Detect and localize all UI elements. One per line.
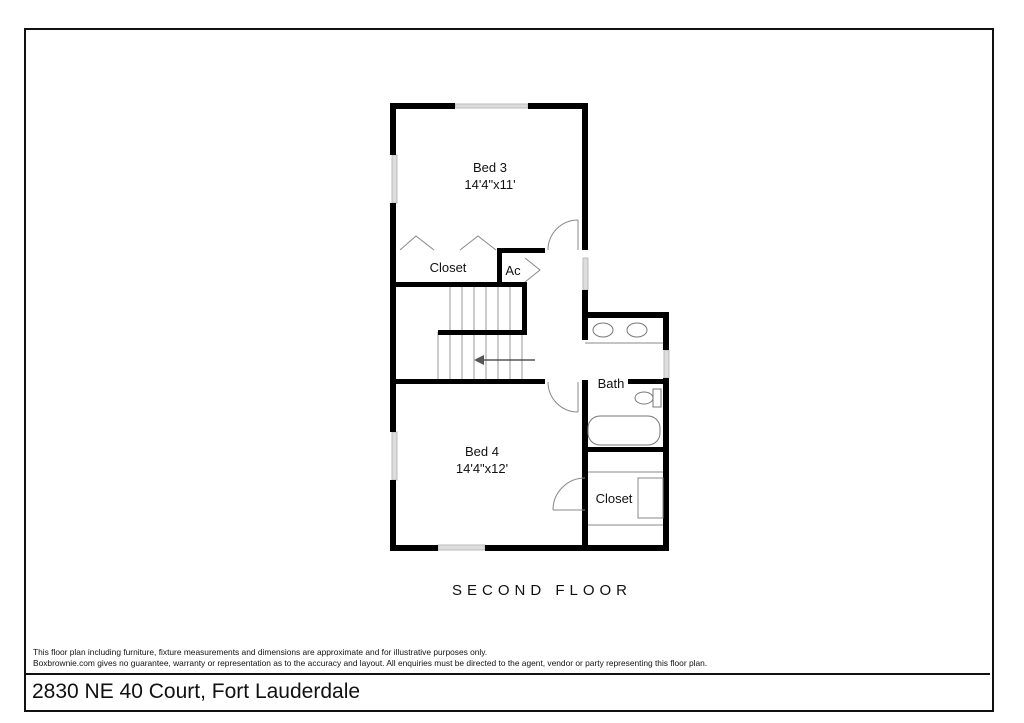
doors — [399, 219, 664, 526]
property-address: 2830 NE 40 Court, Fort Lauderdale — [32, 680, 361, 703]
room-closet-upper: Closet — [429, 260, 467, 275]
room-ac: Ac — [505, 263, 521, 278]
toilet-tank-icon — [652, 388, 662, 408]
sink-icon — [592, 322, 614, 338]
stair-arrow — [474, 355, 535, 365]
disclaimer-line: This floor plan including furniture, fix… — [33, 647, 488, 657]
room-bed-3: Bed 3 14'4"x11' — [440, 159, 540, 193]
bathtub-icon — [587, 415, 661, 446]
walls — [390, 103, 669, 551]
room-size: 14'4"x12' — [455, 461, 509, 476]
room-closet-lower: Closet — [595, 491, 633, 506]
room-bath: Bath — [597, 376, 625, 391]
toilet-icon — [634, 391, 654, 405]
address-bar: 2830 NE 40 Court, Fort Lauderdale — [24, 673, 990, 710]
disclaimer-line: Boxbrownie.com gives no guarantee, warra… — [33, 658, 708, 668]
room-name: Bed 4 — [465, 444, 499, 459]
room-size: 14'4"x11' — [464, 177, 516, 192]
stairs — [437, 287, 523, 380]
bath-fixtures — [587, 322, 662, 446]
sink-icon — [626, 322, 648, 338]
room-bed-4: Bed 4 14'4"x12' — [432, 443, 532, 477]
page-frame — [24, 28, 994, 712]
room-name: Bed 3 — [473, 160, 507, 175]
floor-title: SECOND FLOOR — [451, 582, 632, 599]
disclaimer: This floor plan including furniture, fix… — [33, 647, 707, 669]
